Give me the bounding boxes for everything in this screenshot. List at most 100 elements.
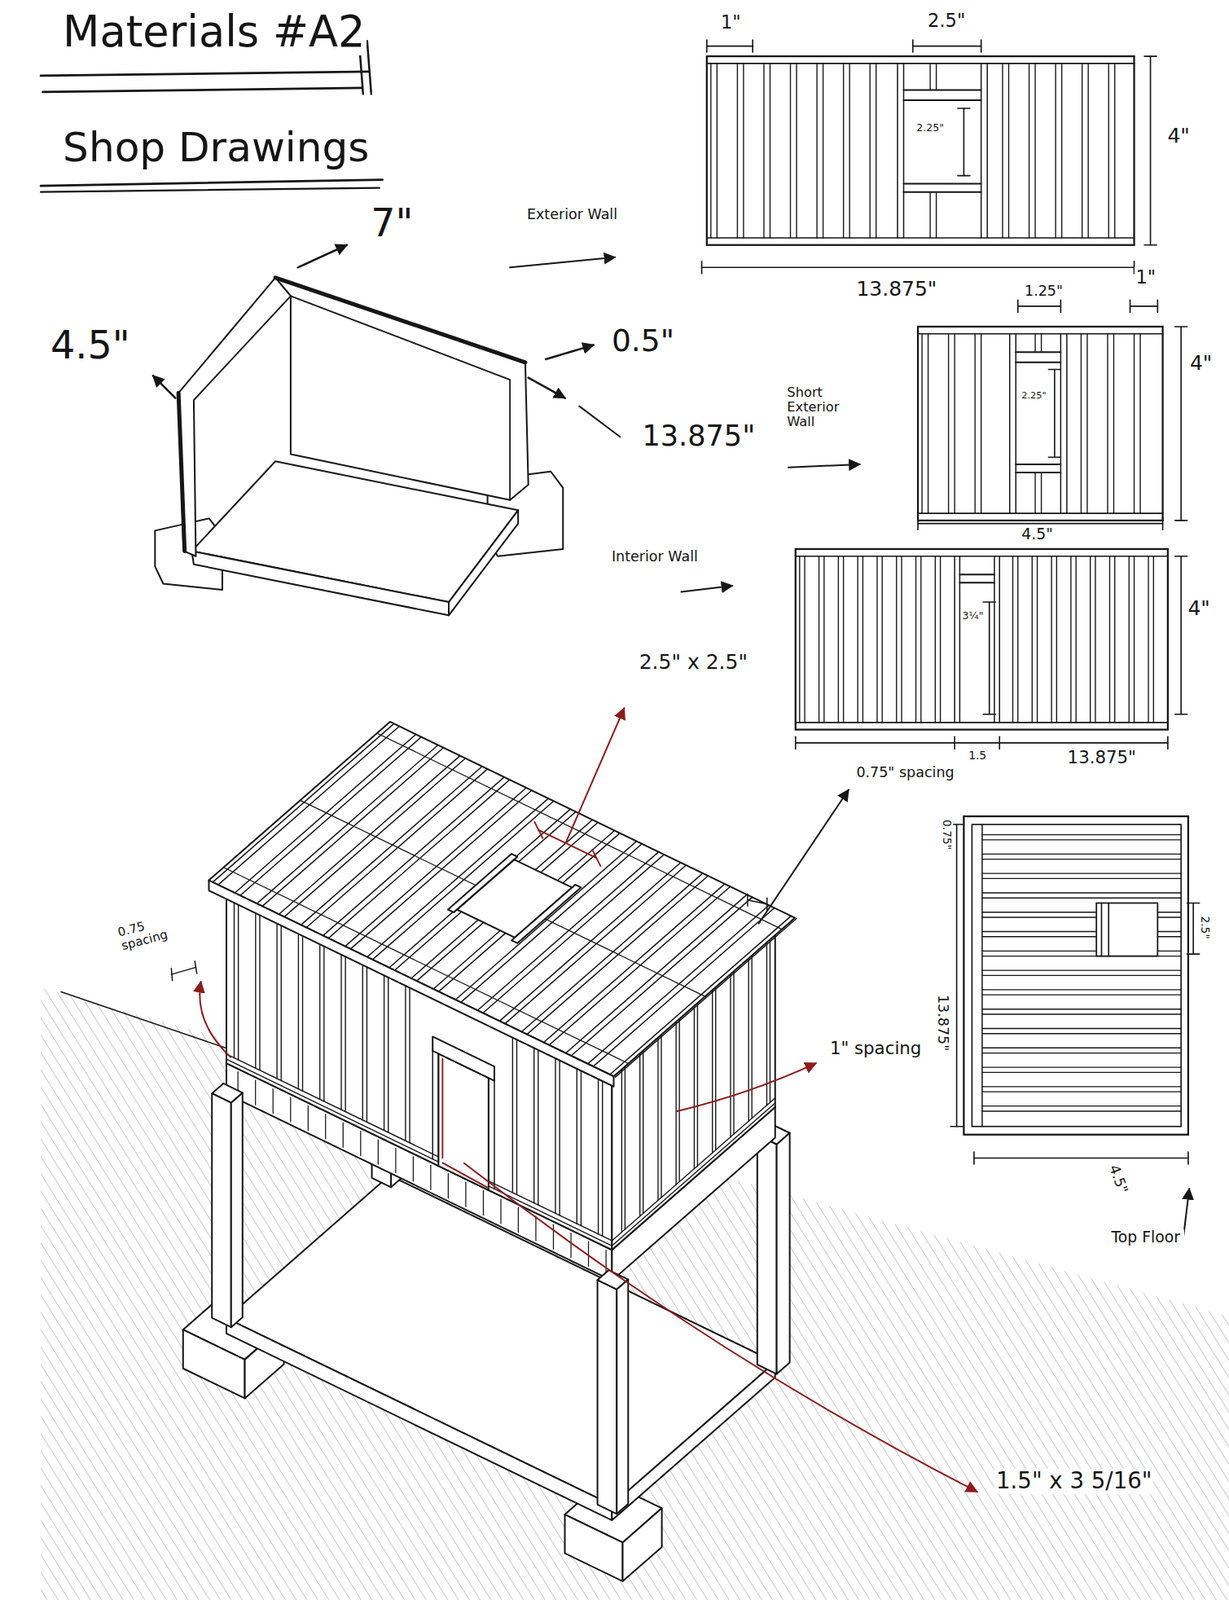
stud [1036,556,1038,723]
stud [276,912,277,1079]
floor-frame [963,816,1189,1135]
dimension-label: 4.5" [1105,1160,1132,1197]
stud [693,1003,695,1169]
dimension-line [1149,56,1152,246]
wall-frame [795,548,1168,730]
stud [1054,63,1056,238]
floor-joist [500,1198,501,1224]
stud [882,556,883,723]
top-floor-plan [950,816,1200,1240]
floor-joist [982,891,1181,893]
dimension-line [706,45,753,48]
stud [362,954,364,1120]
stud [1081,63,1083,238]
stud [580,1060,582,1226]
stud [660,1031,662,1198]
dimension-label: 2.25" [914,122,946,134]
callout-leaders [171,707,977,1492]
jack-stud [896,63,899,238]
floor-joist [535,1215,536,1241]
stud [711,987,713,1153]
floor-joist [289,1097,291,1122]
stud [838,556,839,723]
stud [642,1048,644,1214]
wall-name: Interior Wall [610,548,711,565]
stud [915,556,917,723]
floor-joist [482,1189,484,1215]
dimension-line [1018,305,1062,308]
wall-plate [611,1097,775,1241]
dimension-label: 13.875" [854,277,939,301]
dimension-line [702,266,1135,268]
stud [383,965,385,1131]
member-size: 2.5" x 2.5" [637,650,750,674]
sketch-line [1107,902,1110,956]
dimension-tick [1017,299,1019,312]
post [211,1092,232,1327]
stud [818,556,820,723]
sketch-line [929,192,931,238]
stud [1153,556,1155,723]
spacing-tick [747,899,768,905]
stud [876,556,878,723]
stud [621,1066,623,1233]
spacing-tick [171,966,196,975]
floor-opening [1096,902,1158,956]
dimension-tick [1048,456,1061,458]
sketch-line [929,63,931,91]
floor-joist [982,858,1181,860]
floor-joist [982,1090,1181,1092]
dimension-line [1192,902,1194,954]
rafter [588,904,769,1064]
dimension-line [912,45,982,48]
dimension-tick [1187,1151,1190,1164]
jack-stud [1009,333,1011,514]
sketch-line [959,581,995,584]
stud [742,63,744,238]
dimension-tick [973,1151,975,1164]
sketch-line [904,88,982,91]
stud [1017,556,1019,723]
stud [1056,556,1058,723]
stud [927,333,929,514]
roof-opening [456,859,572,938]
stud [939,556,941,723]
dimension-line [1180,326,1182,521]
dimension-tick [1144,55,1157,58]
stud [237,894,239,1060]
floor-joist [982,872,1181,874]
roof-blocking [223,867,629,1064]
dimension-line [963,108,966,176]
stud [1061,63,1063,238]
dimension-label: 4" [1185,596,1212,620]
floor-joist [982,1110,1181,1111]
bottom-plate [706,237,1135,239]
wall-frame [917,326,1164,521]
sketch-line [1101,902,1103,956]
sketch-line [904,191,982,194]
dimension-label: 0.75" [940,817,953,852]
stud [715,984,716,1150]
dimension-label: 1" [1134,267,1159,288]
rafter [455,841,637,1001]
dimension-tick [1048,368,1061,371]
sketch-line [534,821,543,839]
rafter [234,733,416,893]
stud [366,956,368,1122]
stud [298,923,299,1089]
floor-joist [588,1241,589,1266]
sketch-line [171,968,172,981]
spacing-note: 0.75 spacing [114,909,185,953]
dimension-tick [912,39,914,53]
sketch-line [1040,472,1042,514]
iso-frame [183,721,797,1581]
stud [1001,63,1003,238]
floor-slab [448,509,518,615]
dimension-line [974,1157,1189,1159]
rafter [212,723,394,883]
roof-fascia [208,880,614,1087]
stud [319,933,321,1099]
stud [697,1000,698,1166]
stud [387,966,389,1133]
dimension-label: 4.5" [1019,526,1055,544]
